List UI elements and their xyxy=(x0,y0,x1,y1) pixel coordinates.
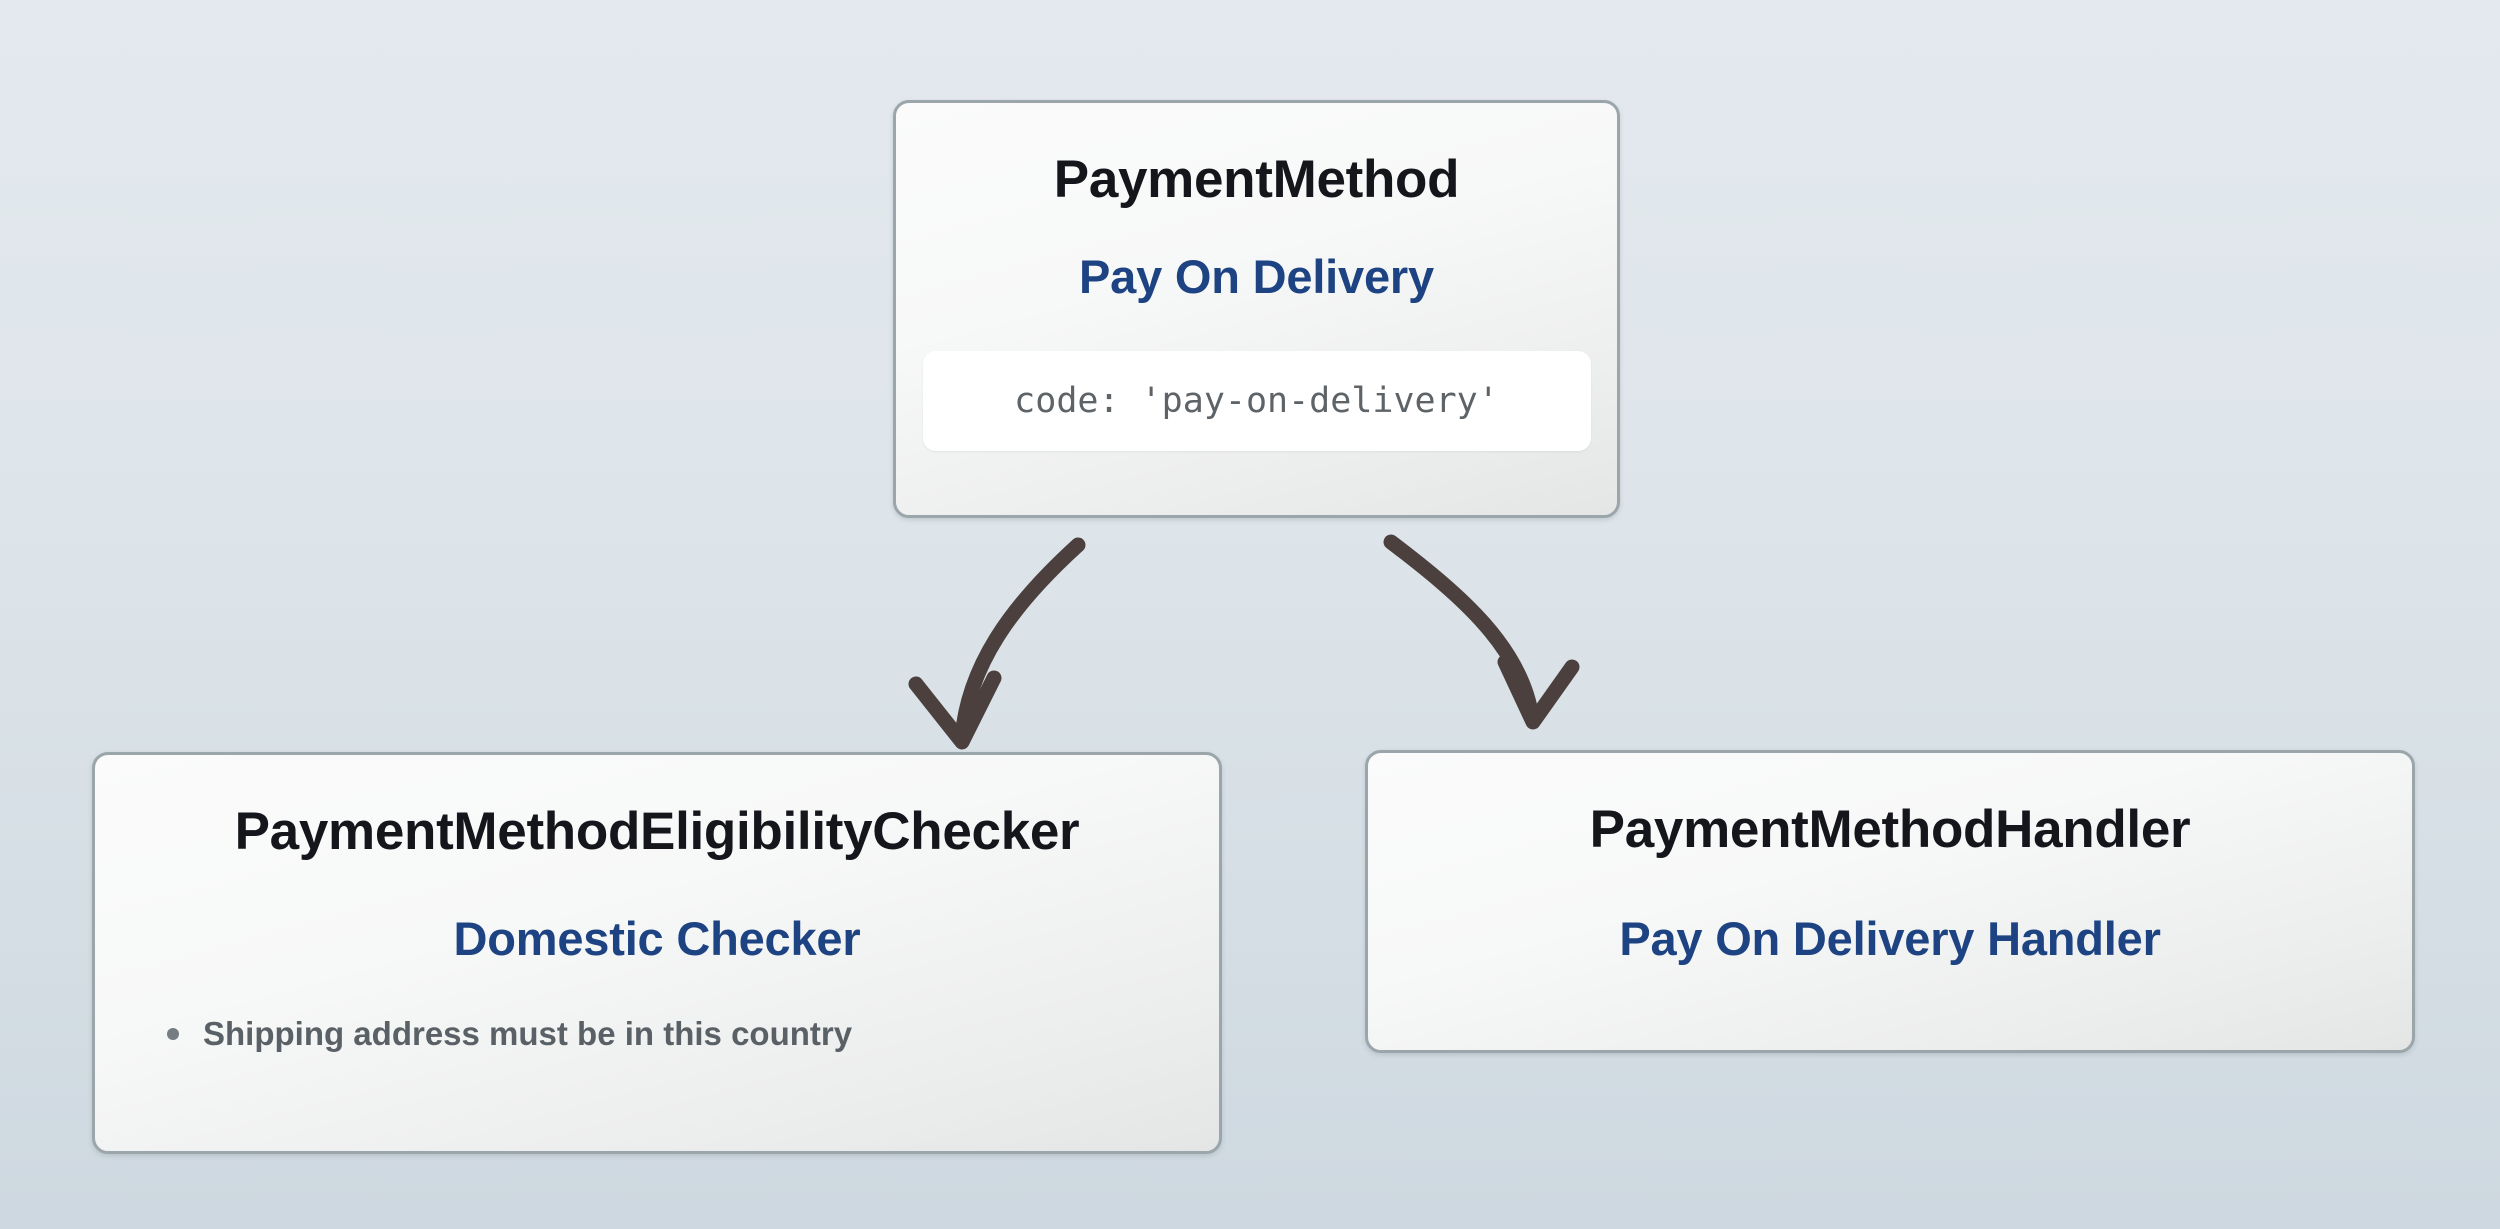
node-title: Domestic Checker xyxy=(453,912,861,966)
edge-to-handler-arrowhead xyxy=(1497,654,1580,730)
node-type-label: PaymentMethodHandler xyxy=(1589,800,2191,859)
edge-to-eligibility-checker-arrowhead xyxy=(908,670,1002,750)
node-title: Pay On Delivery xyxy=(1079,250,1434,304)
rule-list: Shipping address must be in this country xyxy=(95,1013,1219,1054)
node-payment-method-handler[interactable]: PaymentMethodHandler Pay On Delivery Han… xyxy=(1365,750,2415,1053)
node-title: Pay On Delivery Handler xyxy=(1619,912,2161,966)
bullet-icon xyxy=(167,1027,179,1040)
rule-text: Shipping address must be in this country xyxy=(203,1014,853,1052)
node-payment-method-eligibility-checker[interactable]: PaymentMethodEligibilityChecker Domestic… xyxy=(92,752,1222,1154)
edge-to-handler xyxy=(1383,534,1540,726)
code-text: code: 'pay-on-delivery' xyxy=(1014,380,1499,421)
node-type-label: PaymentMethod xyxy=(1053,150,1460,209)
node-payment-method[interactable]: PaymentMethod Pay On Delivery code: 'pay… xyxy=(893,100,1620,518)
list-item: Shipping address must be in this country xyxy=(157,1013,1219,1054)
edge-to-eligibility-checker xyxy=(954,537,1086,746)
code-box: code: 'pay-on-delivery' xyxy=(922,350,1591,451)
node-type-label: PaymentMethodEligibilityChecker xyxy=(234,802,1080,861)
